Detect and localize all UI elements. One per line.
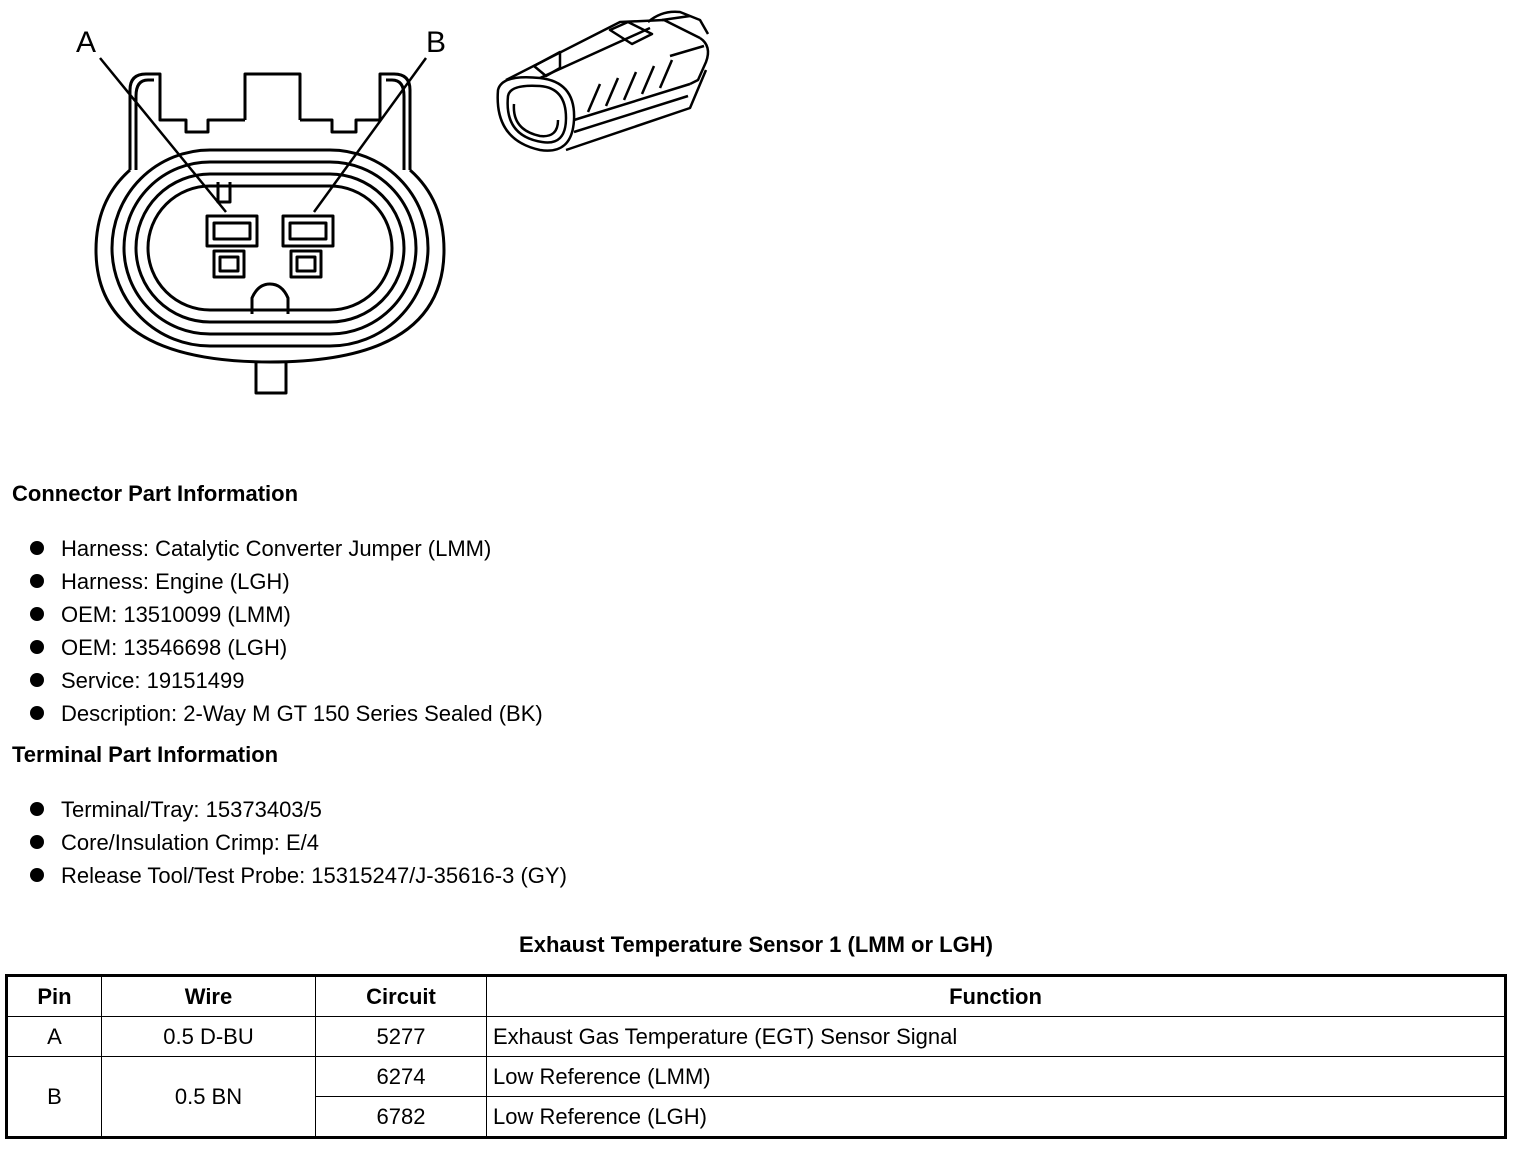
connector-diagram: A B — [76, 10, 710, 395]
terminal-info-heading: Terminal Part Information — [12, 742, 279, 767]
column-header-wire: Wire — [101, 975, 316, 1017]
circuit-cell: 6274 — [315, 1056, 487, 1097]
connector-info-heading: Connector Part Information — [12, 481, 299, 506]
connector-info-list: Harness: Catalytic Converter Jumper (LMM… — [30, 532, 543, 730]
pin-cell: B — [6, 1056, 102, 1138]
table-row: B 0.5 BN 6274 Low Reference (LMM) — [6, 1056, 1506, 1138]
function-cell: Low Reference (LMM) — [486, 1056, 1506, 1097]
bullet-icon — [30, 802, 44, 816]
function-cell: Exhaust Gas Temperature (EGT) Sensor Sig… — [486, 1016, 1506, 1057]
connector-face-view — [94, 57, 446, 395]
wire-cell: 0.5 BN — [101, 1056, 316, 1138]
function-cell: Low Reference (LGH) — [486, 1096, 1506, 1138]
bullet-icon — [30, 673, 44, 687]
column-header-circuit: Circuit — [315, 975, 487, 1017]
bullet-icon — [30, 868, 44, 882]
pin-table: Pin Wire Circuit Function A 0.5 D-BU 527… — [5, 974, 1507, 1139]
bullet-icon — [30, 607, 44, 621]
bullet-icon — [30, 706, 44, 720]
circuit-cell: 6782 — [315, 1096, 487, 1138]
pin-cell: A — [6, 1016, 102, 1057]
bullet-icon — [30, 640, 44, 654]
list-item: Harness: Catalytic Converter Jumper (LMM… — [30, 532, 543, 565]
column-header-function: Function — [486, 975, 1506, 1017]
list-item: OEM: 13510099 (LMM) — [30, 598, 543, 631]
table-header-row: Pin Wire Circuit Function — [6, 975, 1506, 1017]
list-item: Core/Insulation Crimp: E/4 — [30, 826, 567, 859]
column-header-pin: Pin — [6, 975, 102, 1017]
connector-perspective-view — [496, 10, 710, 152]
table-row: 6782 Low Reference (LGH) — [7, 1096, 1506, 1138]
list-item: Release Tool/Test Probe: 15315247/J-3561… — [30, 859, 567, 892]
pin-table-title: Exhaust Temperature Sensor 1 (LMM or LGH… — [519, 932, 993, 957]
bullet-icon — [30, 541, 44, 555]
pin-a-callout: A — [76, 26, 96, 59]
bullet-icon — [30, 574, 44, 588]
list-item: Description: 2-Way M GT 150 Series Seale… — [30, 697, 543, 730]
table-row: A 0.5 D-BU 5277 Exhaust Gas Temperature … — [6, 1016, 1506, 1057]
pin-b-callout: B — [426, 26, 446, 59]
wire-cell: 0.5 D-BU — [101, 1016, 316, 1057]
bullet-icon — [30, 835, 44, 849]
list-item: Service: 19151499 — [30, 664, 543, 697]
list-item: OEM: 13546698 (LGH) — [30, 631, 543, 664]
list-item: Harness: Engine (LGH) — [30, 565, 543, 598]
circuit-cell: 5277 — [315, 1016, 487, 1057]
list-item: Terminal/Tray: 15373403/5 — [30, 793, 567, 826]
terminal-info-list: Terminal/Tray: 15373403/5 Core/Insulatio… — [30, 793, 567, 892]
